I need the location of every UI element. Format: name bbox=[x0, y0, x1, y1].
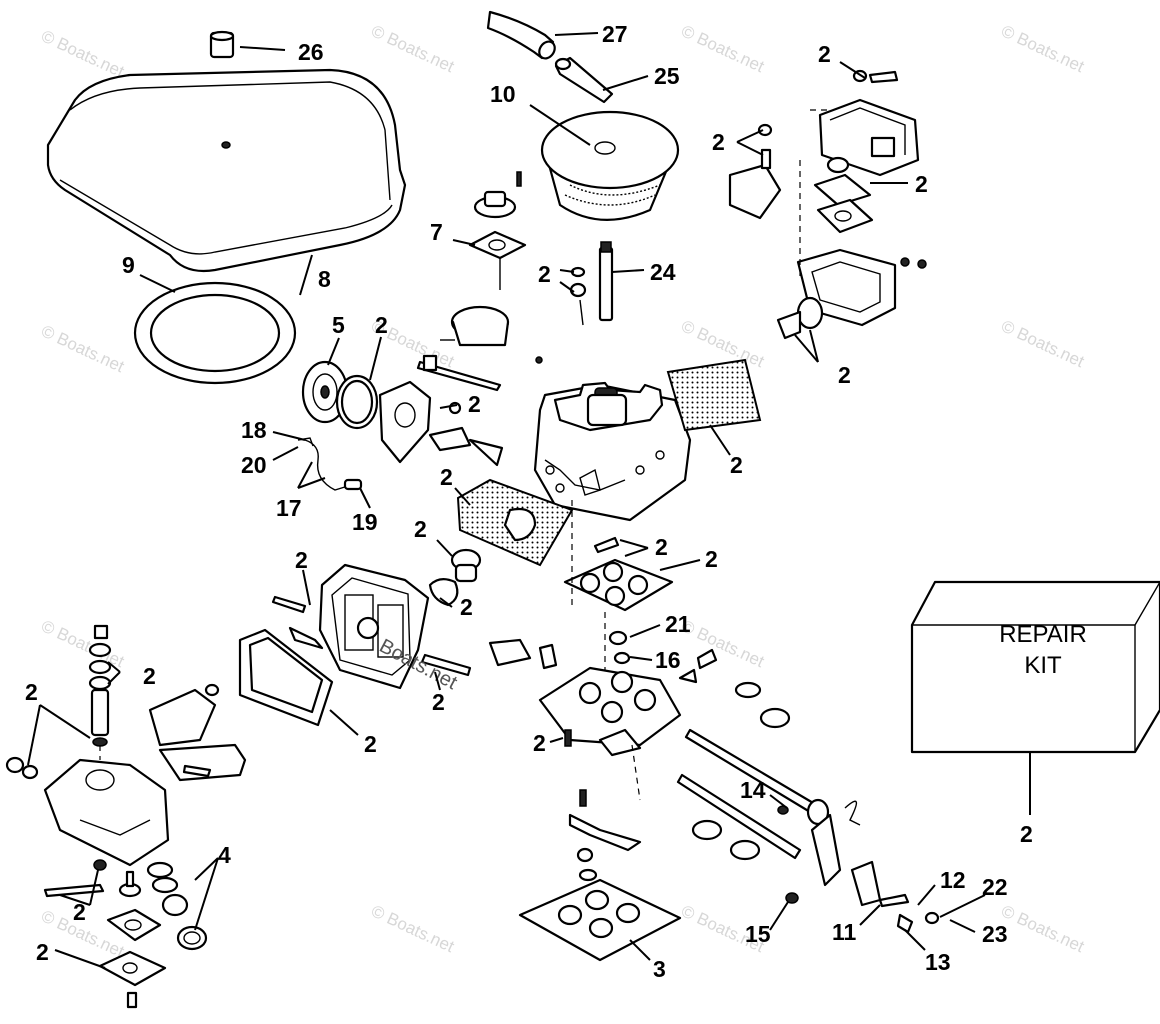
repair-kit-box: REPAIR KIT bbox=[910, 580, 1160, 754]
part-accelerator-pump bbox=[5, 624, 247, 867]
callout-2: 2 bbox=[432, 689, 445, 715]
callout-2: 2 bbox=[533, 730, 546, 756]
callout-10: 10 bbox=[490, 81, 516, 107]
part-accelerator-pump-cover bbox=[728, 69, 920, 234]
part-metering-block bbox=[776, 248, 927, 340]
alignment-lines bbox=[99, 109, 830, 801]
part-vent-fitting bbox=[554, 56, 614, 104]
callout-8: 8 bbox=[318, 266, 331, 292]
part-throttle-shafts bbox=[676, 681, 830, 861]
callout-2: 2 bbox=[440, 464, 453, 490]
watermark-text: © Boats.net bbox=[678, 616, 767, 671]
callout-13: 13 bbox=[925, 949, 951, 975]
repair-kit-label-line2: KIT bbox=[1024, 652, 1062, 679]
part-base-gasket bbox=[518, 878, 682, 962]
watermark-text: © Boats.net bbox=[998, 316, 1087, 371]
part-choke-diaphragm bbox=[416, 305, 510, 392]
callout-2: 2 bbox=[295, 547, 308, 573]
callout-5: 5 bbox=[332, 312, 345, 338]
callout-20: 20 bbox=[241, 452, 267, 478]
callout-2: 2 bbox=[36, 939, 49, 965]
callout-11: 11 bbox=[832, 919, 857, 945]
part-metering-gasket-left bbox=[456, 478, 574, 567]
callout-2: 2 bbox=[818, 41, 831, 67]
callout-25: 25 bbox=[654, 63, 680, 89]
callout-22: 22 bbox=[982, 874, 1008, 900]
callout-2: 2 bbox=[838, 362, 851, 388]
callout-7: 7 bbox=[430, 219, 443, 245]
part-ring-gasket bbox=[133, 281, 297, 385]
callout-2: 2 bbox=[25, 679, 38, 705]
callout-2: 2 bbox=[468, 391, 481, 417]
callout-3: 3 bbox=[653, 956, 666, 982]
part-flame-arrestor-cover bbox=[46, 68, 407, 273]
part-choke-coil bbox=[301, 360, 379, 430]
part-ground-wire bbox=[297, 437, 363, 491]
leader-lines bbox=[27, 32, 1031, 969]
watermark-text: © Boats.net bbox=[368, 21, 457, 76]
part-throttle-body bbox=[538, 666, 682, 757]
part-air-filter bbox=[540, 110, 680, 221]
callout-9: 9 bbox=[122, 252, 135, 278]
repair-kit-label-line1: REPAIR bbox=[999, 621, 1087, 648]
callout-27: 27 bbox=[602, 21, 628, 47]
callout-14: 14 bbox=[740, 777, 766, 803]
callout-16: 16 bbox=[655, 647, 681, 673]
callout-2: 2 bbox=[73, 899, 86, 925]
callout-2: 2 bbox=[375, 312, 388, 338]
callout-2: 2 bbox=[460, 594, 473, 620]
part-bowl-gasket bbox=[238, 628, 334, 727]
callout-labels: 26 27 25 10 2 2 2 9 8 7 2 24 5 2 2 2 18 … bbox=[25, 21, 1033, 982]
part-choke-body bbox=[378, 380, 504, 467]
part-pump-diaphragm bbox=[43, 859, 208, 1009]
callout-24: 24 bbox=[650, 259, 676, 285]
watermark-text: © Boats.net bbox=[998, 21, 1087, 76]
callout-2: 2 bbox=[364, 731, 377, 757]
callout-2: 2 bbox=[915, 171, 928, 197]
part-vent-hose bbox=[486, 10, 556, 60]
callout-2: 2 bbox=[655, 534, 668, 560]
callout-2: 2 bbox=[538, 261, 551, 287]
part-throttle-lever bbox=[568, 789, 940, 934]
watermark-text: © Boats.net bbox=[38, 321, 127, 376]
callout-4: 4 bbox=[218, 842, 231, 868]
part-float-bowl bbox=[271, 563, 472, 690]
callout-26: 26 bbox=[298, 39, 324, 65]
watermark-text: © Boats.net bbox=[38, 26, 127, 81]
part-throttle-spacer bbox=[563, 558, 674, 612]
part-carburetor-body bbox=[533, 381, 692, 522]
callout-2: 2 bbox=[1020, 821, 1033, 847]
callout-2: 2 bbox=[730, 452, 743, 478]
part-metering-gasket-right bbox=[666, 358, 762, 432]
part-needle-seat bbox=[428, 548, 482, 607]
part-cap bbox=[209, 30, 235, 59]
callout-2: 2 bbox=[414, 516, 427, 542]
watermark-text: © Boats.net bbox=[998, 901, 1087, 956]
watermark-text: © Boats.net bbox=[678, 21, 767, 76]
callout-15: 15 bbox=[745, 921, 771, 947]
callout-19: 19 bbox=[352, 509, 378, 535]
callout-23: 23 bbox=[982, 921, 1008, 947]
callout-2: 2 bbox=[705, 546, 718, 572]
watermark-text: © Boats.net bbox=[368, 901, 457, 956]
callout-2: 2 bbox=[143, 663, 156, 689]
watermark-text: © Boats.net bbox=[38, 616, 127, 671]
callout-17: 17 bbox=[276, 495, 302, 521]
callout-12: 12 bbox=[940, 867, 966, 893]
callout-21: 21 bbox=[665, 611, 691, 637]
callout-18: 18 bbox=[241, 417, 267, 443]
part-choke-housing bbox=[468, 171, 527, 290]
callout-2: 2 bbox=[712, 129, 725, 155]
part-small-hardware bbox=[488, 536, 718, 684]
